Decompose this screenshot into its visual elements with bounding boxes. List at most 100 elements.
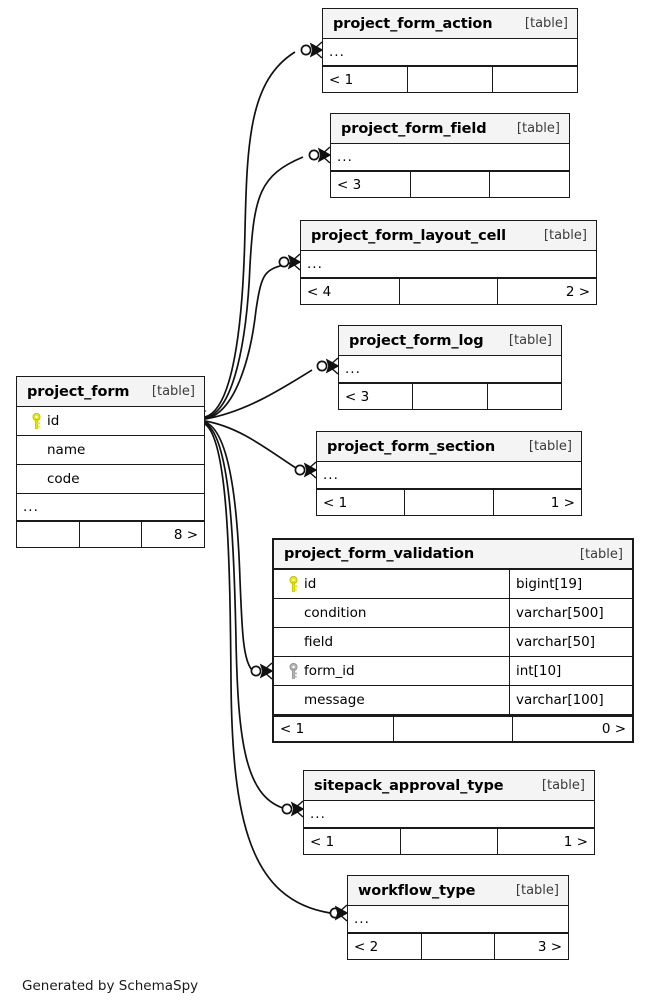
table-title-project-form-layout-cell: project_form_layout_cell [table]	[301, 221, 596, 251]
table-tag: [table]	[515, 883, 559, 898]
footer-mid	[413, 384, 488, 409]
table-footer: < 1	[323, 66, 577, 92]
table-ellipsis-row: ...	[301, 251, 596, 278]
table-tag: [table]	[528, 439, 572, 454]
table-title-workflow-type: workflow_type [table]	[348, 876, 568, 906]
table-ellipsis-row: ...	[323, 39, 577, 66]
footer-mid	[394, 717, 514, 741]
column-type: varchar[50]	[509, 628, 632, 656]
column-name: field	[304, 634, 334, 650]
table-project-form-log[interactable]: project_form_log [table] ... < 3	[338, 325, 562, 410]
table-workflow-type[interactable]: workflow_type [table] ... < 2 3 >	[347, 875, 569, 960]
column-cell-name: id	[274, 570, 509, 598]
table-project-form-layout-cell[interactable]: project_form_layout_cell [table] ... < 4…	[300, 220, 597, 305]
column-cell-name: code	[17, 465, 204, 493]
table-name: project_form_log	[349, 332, 484, 349]
table-row[interactable]: name	[17, 436, 204, 465]
footer-right: 3 >	[537, 938, 563, 955]
table-row[interactable]: message varchar[100]	[274, 686, 632, 715]
connector-circle-project-form-layout-cell	[278, 256, 290, 268]
connector-circle-sitepack-approval-type	[281, 803, 293, 815]
table-title-project-form: project_form [table]	[17, 377, 204, 407]
footer-right: 1 >	[563, 833, 588, 850]
footer-right	[488, 384, 561, 409]
table-title-project-form-section: project_form_section [table]	[317, 432, 581, 462]
table-footer: < 4 2 >	[301, 278, 596, 304]
table-row[interactable]: condition varchar[500]	[274, 599, 632, 628]
table-footer: < 3	[331, 171, 569, 197]
table-tag: [table]	[543, 228, 587, 243]
footer-left: < 1	[274, 717, 394, 741]
footer-left: < 1	[317, 490, 406, 515]
table-row[interactable]: field varchar[50]	[274, 628, 632, 657]
footer-mid	[408, 67, 493, 92]
footer-left: < 4	[301, 279, 400, 304]
column-cell-name: message	[274, 686, 509, 714]
crowsfoot-project-form-field	[317, 146, 332, 164]
table-ellipsis-row: ...	[339, 356, 561, 383]
column-name: id	[47, 413, 60, 429]
table-footer: < 1 1 >	[317, 489, 581, 515]
column-name: name	[47, 442, 86, 458]
footer-right: 1 >	[550, 494, 575, 511]
edge-project-form-field	[204, 156, 304, 419]
table-project-form-section[interactable]: project_form_section [table] ... < 1 1 >	[316, 431, 582, 516]
table-row[interactable]: form_id int[10]	[274, 657, 632, 686]
table-footer: < 3	[339, 383, 561, 409]
table-project-form[interactable]: project_form [table] id	[16, 376, 205, 548]
table-ellipsis-row: ...	[17, 494, 204, 521]
table-name: project_form_action	[333, 15, 493, 32]
table-title-project-form-action: project_form_action [table]	[323, 9, 577, 39]
footer-mid	[401, 829, 498, 854]
table-row[interactable]: id bigint[19]	[274, 570, 632, 599]
table-title-sitepack-approval-type: sitepack_approval_type [table]	[304, 771, 594, 801]
table-row[interactable]: id	[17, 407, 204, 436]
table-footer: < 2 3 >	[348, 933, 568, 959]
connector-circle-workflow-type	[329, 907, 341, 919]
column-type: bigint[19]	[509, 570, 632, 598]
column-cell-name: condition	[274, 599, 509, 627]
footer-left: < 1	[323, 67, 408, 92]
edge-project-form-action	[204, 51, 296, 418]
table-name: project_form_field	[341, 120, 487, 137]
table-tag: [table]	[516, 121, 560, 136]
column-name: form_id	[304, 663, 355, 679]
column-cell-name: form_id	[274, 657, 509, 685]
footer-mid	[405, 490, 494, 515]
footer-mid	[422, 934, 496, 959]
column-name: message	[304, 692, 365, 708]
column-cell-name: name	[17, 436, 204, 464]
crowsfoot-sitepack-approval-type	[290, 800, 305, 818]
connector-circle-project-form-section	[294, 464, 306, 476]
edge-project-form-layout-cell	[204, 262, 291, 420]
table-footer: < 1 0 >	[274, 715, 632, 741]
table-ellipsis-row: ...	[331, 144, 569, 171]
table-tag: [table]	[508, 333, 552, 348]
table-name: workflow_type	[358, 882, 476, 899]
table-row[interactable]: code	[17, 465, 204, 494]
table-project-form-field[interactable]: project_form_field [table] ... < 3	[330, 113, 570, 198]
generated-by-note: Generated by SchemaSpy	[22, 978, 199, 994]
footer-right	[493, 67, 577, 92]
column-name: condition	[304, 605, 367, 621]
table-project-form-validation[interactable]: project_form_validation [table] id bigin…	[272, 538, 634, 743]
table-name: sitepack_approval_type	[314, 777, 504, 794]
footer-mid	[400, 279, 499, 304]
table-tag: [table]	[541, 778, 585, 793]
table-name: project_form	[27, 383, 130, 400]
column-type: varchar[500]	[509, 599, 632, 627]
column-name: id	[304, 576, 317, 592]
table-tag: [table]	[579, 546, 623, 562]
table-title-project-form-validation: project_form_validation [table]	[274, 540, 632, 570]
crowsfoot-project-form-log	[325, 357, 340, 375]
footer-left: < 3	[339, 384, 414, 409]
key-icon-primary	[282, 575, 304, 593]
table-ellipsis-row: ...	[348, 906, 568, 933]
crowsfoot-project-form-validation	[259, 662, 274, 680]
footer-right	[490, 172, 569, 197]
footer-left: < 3	[331, 172, 411, 197]
connector-circle-project-form-action	[300, 44, 312, 56]
table-project-form-action[interactable]: project_form_action [table] ... < 1	[322, 8, 578, 93]
table-sitepack-approval-type[interactable]: sitepack_approval_type [table] ... < 1 1…	[303, 770, 595, 855]
